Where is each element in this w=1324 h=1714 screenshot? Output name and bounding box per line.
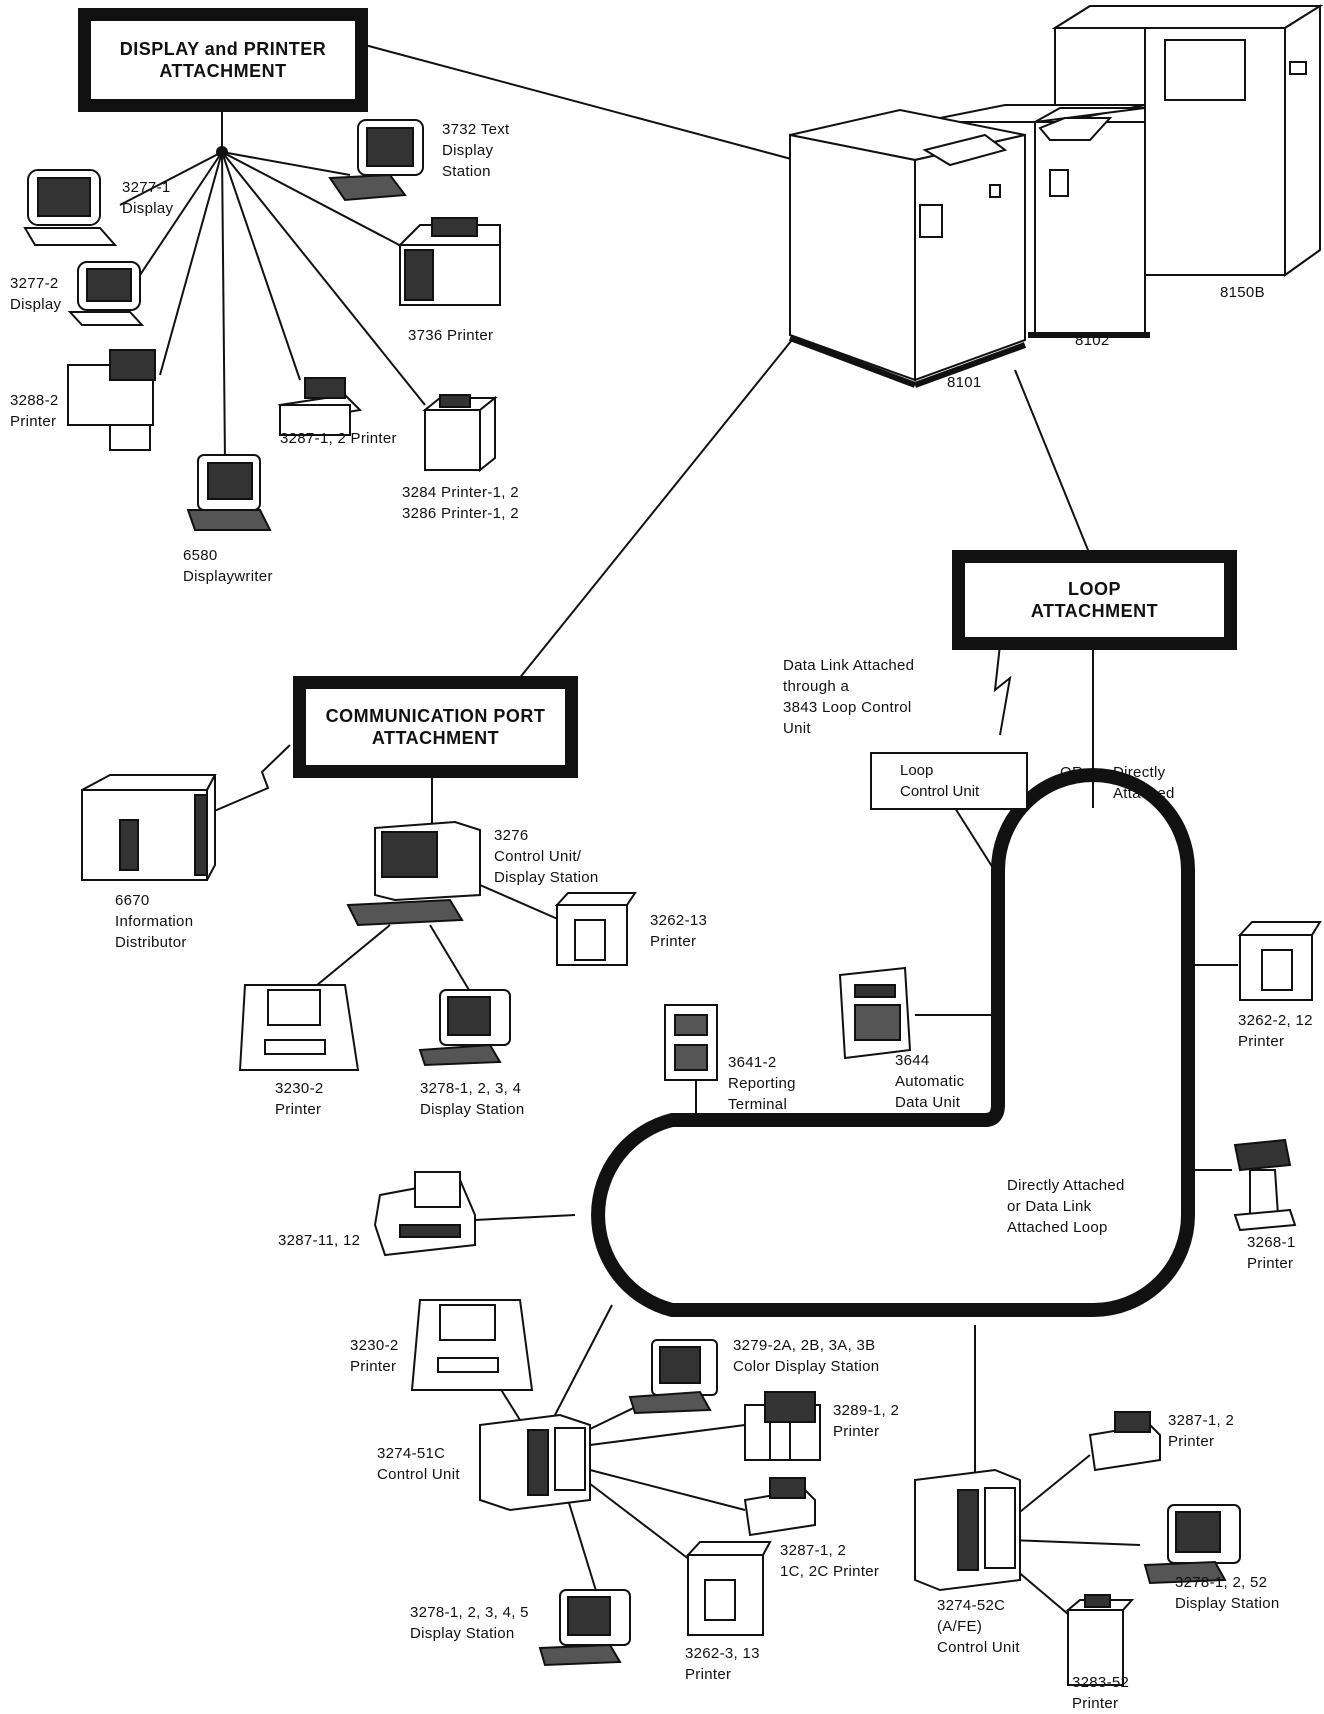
printer-3230-2b-icon bbox=[412, 1300, 532, 1390]
label-8150b: 8150B bbox=[1220, 282, 1265, 303]
line-52c-to-3287 bbox=[1010, 1455, 1090, 1520]
printer-3287-icon bbox=[280, 378, 360, 435]
device-icons bbox=[25, 120, 1320, 1685]
label-6580: 6580 Displaywriter bbox=[183, 545, 273, 587]
line-display-to-8101 bbox=[365, 45, 795, 160]
line-51c-to-3287-1c bbox=[590, 1470, 745, 1510]
label-3287-1c: 3287-1, 2 1C, 2C Printer bbox=[780, 1540, 879, 1582]
label-3274-52c: 3274-52C (A/FE) Control Unit bbox=[937, 1595, 1020, 1658]
control-unit-3274-52c-icon bbox=[915, 1470, 1020, 1590]
printer-3287-1c-icon bbox=[745, 1478, 815, 1535]
label-3278-1-2-3-4-5: 3278-1, 2, 3, 4, 5 Display Station bbox=[410, 1602, 529, 1644]
loop-attachment-box: LOOP ATTACHMENT bbox=[952, 550, 1237, 650]
printer-3289-icon bbox=[745, 1392, 820, 1460]
printer-3284-icon bbox=[425, 395, 495, 470]
display-3277-2-icon bbox=[70, 262, 142, 325]
printer-3262-13-icon bbox=[557, 893, 635, 965]
display-3276-icon bbox=[348, 822, 480, 925]
label-3230-2b: 3230-2 Printer bbox=[350, 1335, 399, 1377]
label-directly-attached: Directly Attached bbox=[1113, 762, 1175, 804]
display-3278-1234-icon bbox=[420, 990, 510, 1065]
label-8101: 8101 bbox=[947, 372, 982, 393]
label-3276: 3276 Control Unit/ Display Station bbox=[494, 825, 599, 888]
printer-3268-1-icon bbox=[1235, 1140, 1295, 1230]
label-data-link: Data Link Attached through a 3843 Loop C… bbox=[783, 655, 914, 739]
line-8101-to-loop bbox=[1015, 370, 1090, 555]
display-3732-icon bbox=[330, 120, 423, 200]
label-3732: 3732 Text Display Station bbox=[442, 119, 509, 182]
label-8102: 8102 bbox=[1075, 330, 1110, 351]
line-loop-to-51c bbox=[555, 1305, 612, 1415]
label-3287-11-12: 3287-11, 12 bbox=[278, 1230, 360, 1251]
label-3277-1: 3277-1 Display bbox=[122, 177, 173, 219]
label-3288-2: 3288-2 Printer bbox=[10, 390, 59, 432]
line-3276-to-3278 bbox=[430, 925, 475, 1000]
display-3277-1-icon bbox=[25, 170, 115, 245]
label-6670: 6670 Information Distributor bbox=[115, 890, 193, 953]
label-3262-13: 3262-13 Printer bbox=[650, 910, 707, 952]
label-3287-1-2b: 3287-1, 2 Printer bbox=[1168, 1410, 1234, 1452]
label-3262-2-12: 3262-2, 12 Printer bbox=[1238, 1010, 1313, 1052]
label-3262-3-13: 3262-3, 13 Printer bbox=[685, 1643, 760, 1685]
control-unit-3274-51c-icon bbox=[480, 1415, 590, 1510]
data-unit-3644-icon bbox=[840, 968, 910, 1058]
printer-3262-2-12-icon bbox=[1240, 922, 1320, 1000]
line-hub-6580 bbox=[222, 152, 225, 462]
hub-dot bbox=[216, 146, 228, 158]
label-3278-1-2-52: 3278-1, 2, 52 Display Station bbox=[1175, 1572, 1280, 1614]
printer-3262-3-icon bbox=[688, 1542, 770, 1635]
loop-control-unit-box: Loop Control Unit bbox=[870, 752, 1028, 810]
label-3278-1-2-3-4: 3278-1, 2, 3, 4 Display Station bbox=[420, 1078, 525, 1120]
label-3644: 3644 Automatic Data Unit bbox=[895, 1050, 964, 1113]
line-lcu-to-loop bbox=[955, 808, 993, 868]
label-3274-51c: 3274-51C Control Unit bbox=[377, 1443, 460, 1485]
line-52c-to-3278 bbox=[1010, 1540, 1140, 1545]
line-51c-to-3289 bbox=[590, 1425, 745, 1445]
displaywriter-6580-icon bbox=[188, 455, 270, 530]
printer-3287-11-12-icon bbox=[375, 1172, 475, 1255]
line-hub-3277-2 bbox=[130, 152, 222, 290]
printer-3230-2-icon bbox=[240, 985, 358, 1070]
label-3268-1: 3268-1 Printer bbox=[1247, 1232, 1296, 1274]
display-3279-icon bbox=[630, 1340, 717, 1413]
communication-port-attachment-box: COMMUNICATION PORT ATTACHMENT bbox=[293, 676, 578, 778]
display-3278-12345-icon bbox=[540, 1590, 630, 1665]
label-loop-note: Directly Attached or Data Link Attached … bbox=[1007, 1175, 1125, 1238]
label-3287-1-2: 3287-1, 2 Printer bbox=[280, 428, 397, 449]
label-3736: 3736 Printer bbox=[408, 325, 493, 346]
printer-3288-2-icon bbox=[68, 350, 155, 450]
label-3283-52: 3283-52 Printer bbox=[1072, 1672, 1129, 1714]
display-printer-attachment-box: DISPLAY and PRINTER ATTACHMENT bbox=[78, 8, 368, 112]
label-3277-2: 3277-2 Display bbox=[10, 273, 61, 315]
printer-3736-icon bbox=[400, 218, 500, 305]
label-3284-3286: 3284 Printer-1, 2 3286 Printer-1, 2 bbox=[402, 482, 519, 524]
line-loop-data-link bbox=[995, 645, 1010, 735]
label-or: OR bbox=[1060, 762, 1083, 783]
terminal-3641-2-icon bbox=[665, 1005, 717, 1080]
label-3641-2: 3641-2 Reporting Terminal bbox=[728, 1052, 796, 1115]
line-8101-to-comm bbox=[518, 330, 800, 680]
printer-3287-b-icon bbox=[1090, 1412, 1160, 1470]
label-3279: 3279-2A, 2B, 3A, 3B Color Display Statio… bbox=[733, 1335, 879, 1377]
system-8101 bbox=[790, 110, 1025, 385]
label-3230-2: 3230-2 Printer bbox=[275, 1078, 324, 1120]
line-3276-to-3262 bbox=[480, 885, 560, 920]
line-comm-to-6670 bbox=[205, 745, 290, 815]
line-3287-11-to-loop bbox=[475, 1215, 575, 1220]
distributor-6670-icon bbox=[82, 775, 215, 880]
label-3289: 3289-1, 2 Printer bbox=[833, 1400, 899, 1442]
line-hub-3732 bbox=[222, 152, 350, 175]
